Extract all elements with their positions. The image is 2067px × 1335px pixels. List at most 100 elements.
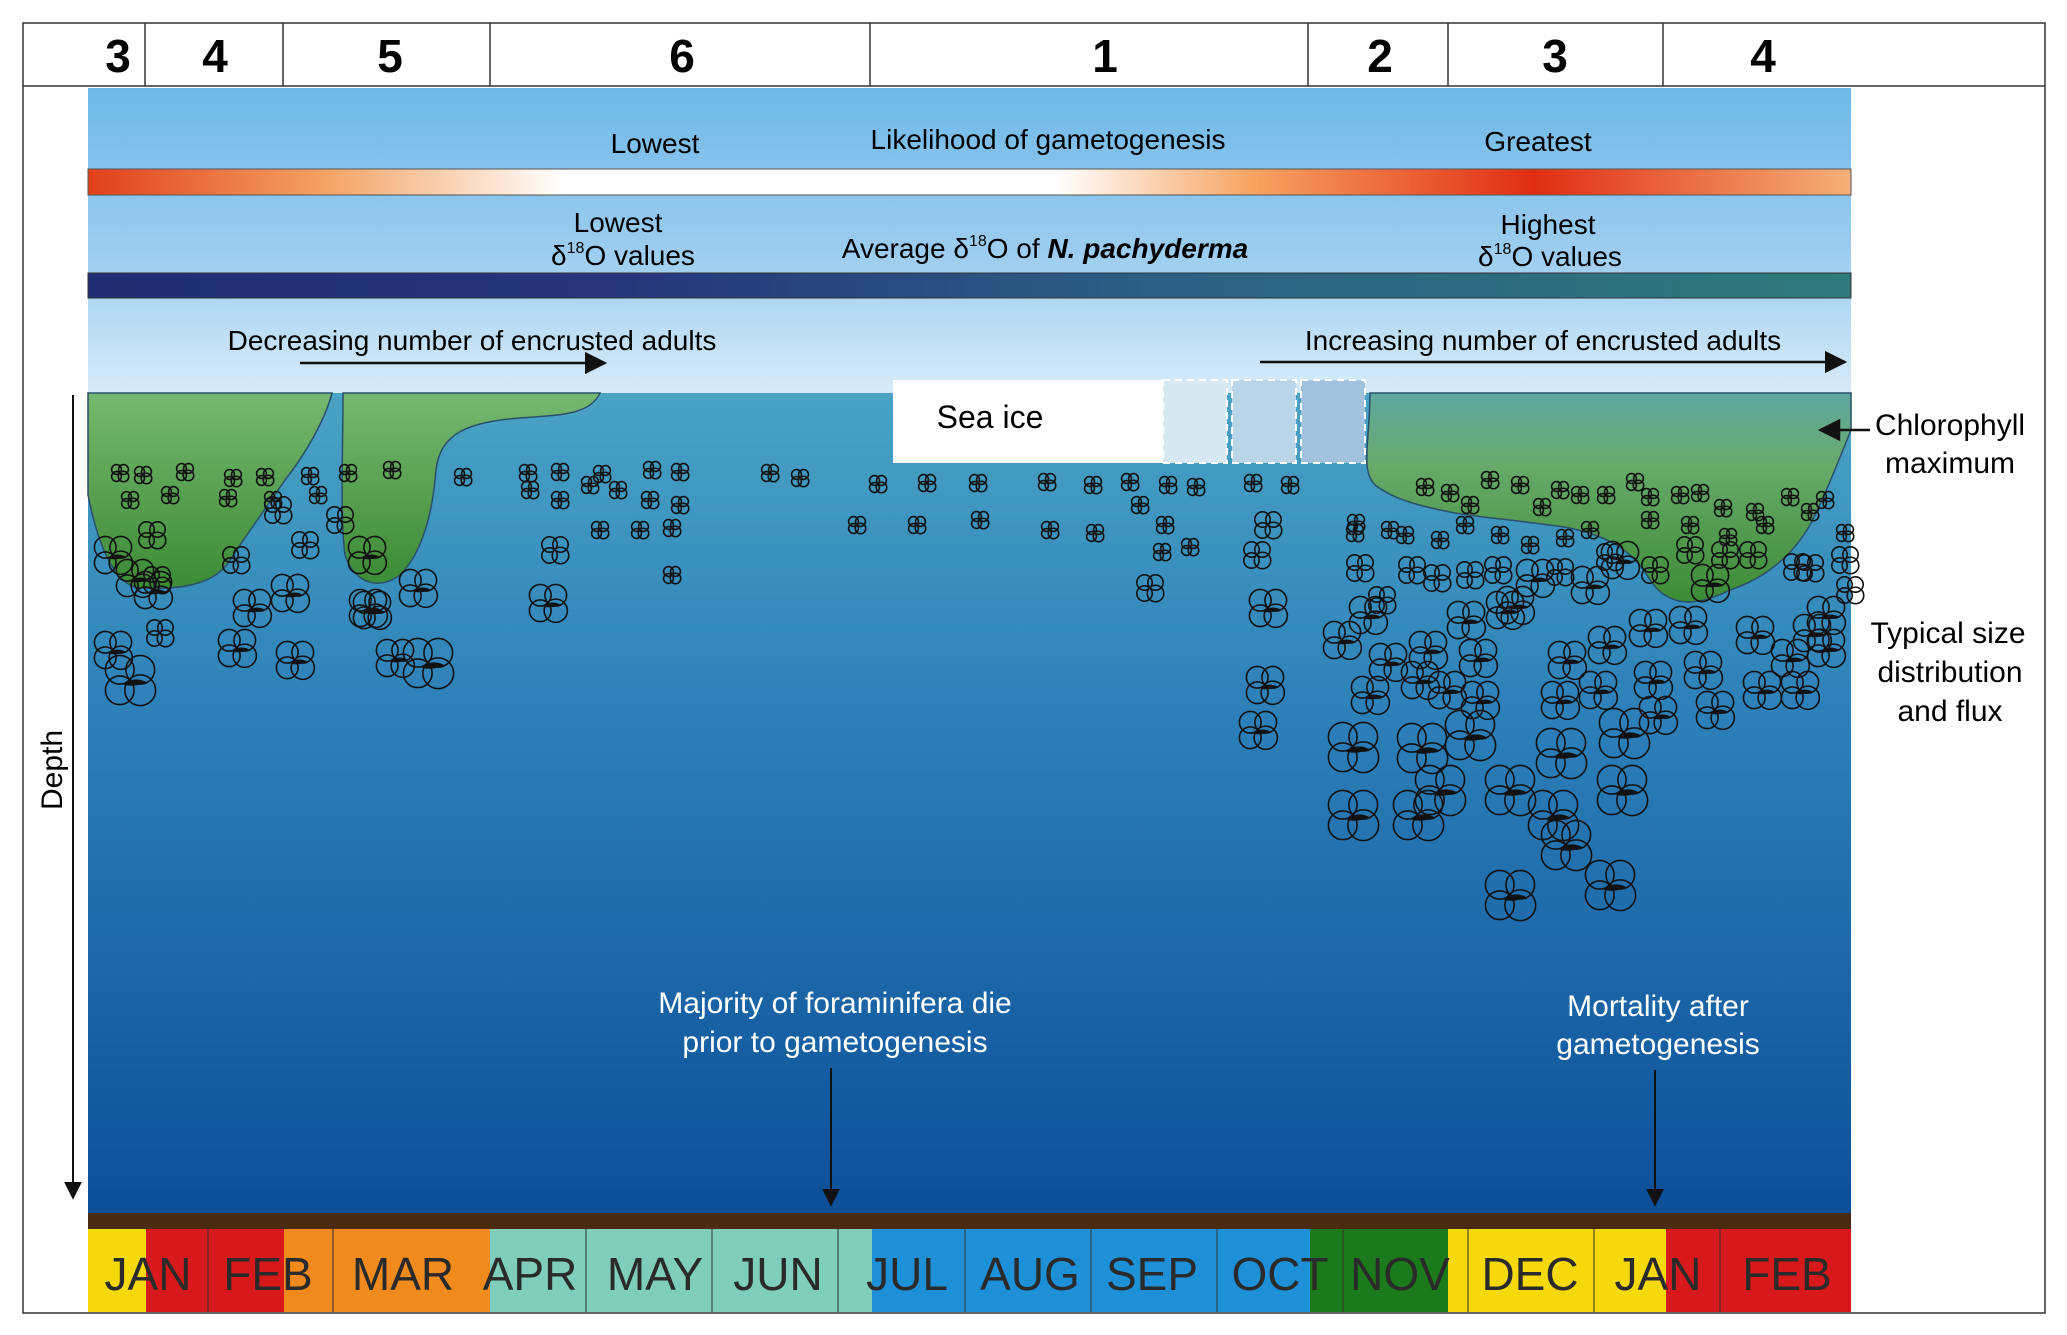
foraminifera-icon <box>1242 540 1272 570</box>
foraminifera-icon <box>145 618 175 648</box>
foraminifera-icon <box>1130 495 1150 515</box>
gametogenesis-likelihood-bar <box>87 168 1852 196</box>
right-labels: Chlorophyll maximum Typical size distrib… <box>1817 409 2026 728</box>
foraminifera-icon <box>290 530 320 560</box>
foraminifera-icon <box>590 520 610 540</box>
foraminifera-icon <box>1495 585 1536 626</box>
foraminifera-icon <box>1550 480 1570 500</box>
foraminifera-icon <box>1327 789 1380 842</box>
foraminifera-icon <box>1180 537 1200 557</box>
foraminifera-icon <box>133 465 153 485</box>
month-label: FEB <box>1742 1248 1831 1300</box>
foraminifera-icon <box>1710 540 1740 570</box>
mortality-after-line1: Mortality after <box>1567 990 1749 1023</box>
foraminifera-icon <box>1152 542 1172 562</box>
adults-decreasing-label: Decreasing number of encrusted adults <box>228 325 717 356</box>
foraminifera-icon <box>790 468 810 488</box>
foraminifera-icon <box>1155 515 1175 535</box>
foraminifera-icon <box>275 640 316 681</box>
foraminifera-icon <box>1580 520 1600 540</box>
foraminifera-icon <box>1668 605 1709 646</box>
stage-label: 3 <box>105 30 131 82</box>
foraminifera-icon <box>1484 764 1537 817</box>
gametogenesis-low-label: Lowest <box>611 128 700 159</box>
foraminifera-icon <box>175 462 195 482</box>
stage-label: 1 <box>1092 30 1118 82</box>
foraminifera-icon <box>1392 789 1445 842</box>
foraminifera-icon <box>907 515 927 535</box>
foraminifera-icon <box>642 460 662 480</box>
foraminifera-icon <box>110 463 130 483</box>
foraminifera-icon <box>1795 553 1825 583</box>
foraminifera-icon <box>1485 590 1526 631</box>
foraminifera-icon <box>1815 490 1835 510</box>
month-label: MAR <box>352 1248 454 1300</box>
foraminifera-icon <box>1327 721 1380 774</box>
foraminifera-icon <box>670 462 690 482</box>
foraminifera-icon <box>1040 520 1060 540</box>
foraminifera-icon <box>1584 859 1637 912</box>
foraminifera-icon <box>1414 764 1467 817</box>
foraminifera-icon <box>1135 573 1165 603</box>
gametogenesis-high-label: Greatest <box>1484 126 1592 157</box>
foraminifera-icon <box>1245 665 1286 706</box>
foraminifera-icon <box>1745 502 1765 522</box>
depth-axis: Depth <box>36 395 82 1200</box>
season-segment <box>490 1229 872 1312</box>
foraminifera-icon <box>398 568 439 609</box>
foraminifera-icon <box>1640 487 1660 507</box>
isotope-low-line1: Lowest <box>574 207 663 238</box>
season-segment <box>146 1229 284 1312</box>
foraminifera-icon <box>1396 722 1449 775</box>
foraminifera-icon <box>1440 483 1460 503</box>
season-segment <box>284 1229 334 1312</box>
foraminifera-icon <box>1484 869 1537 922</box>
stage-label: 2 <box>1367 30 1393 82</box>
foraminifera-icon <box>1587 625 1628 666</box>
foraminifera-icon <box>1085 523 1105 543</box>
foraminifera-icon <box>1598 707 1651 760</box>
foraminifera-icon <box>1368 642 1409 683</box>
foraminifera-icon <box>1408 630 1449 671</box>
foraminifera-icon <box>308 485 328 505</box>
season-segment <box>1448 1229 1666 1312</box>
foraminifera-icon <box>1578 670 1619 711</box>
foraminifera-icon <box>1037 472 1057 492</box>
foraminifera-icon <box>263 495 293 525</box>
foraminifera-icon <box>93 535 134 576</box>
foraminifera-icon <box>137 520 167 550</box>
size-distribution-line3: and flux <box>1897 695 2002 728</box>
foraminifera-icon <box>1625 472 1645 492</box>
foraminifera-icon <box>1460 495 1480 515</box>
foraminifera-icon <box>1806 628 1847 669</box>
isotope-row: Lowest δ18O values Average δ18O of N. pa… <box>87 207 1852 299</box>
adults-increasing-label: Increasing number of encrusted adults <box>1305 325 1781 356</box>
seafloor-sediment <box>88 1213 1851 1229</box>
foraminifera-icon <box>760 463 780 483</box>
foraminifera-icon <box>1683 650 1724 691</box>
foraminifera-icon <box>670 495 690 515</box>
foraminifera-icon <box>1415 477 1435 497</box>
sea-ice-block <box>893 380 1163 463</box>
foraminifera-icon <box>520 480 540 500</box>
foraminifera-icon <box>662 518 682 538</box>
foraminifera-icon <box>550 490 570 510</box>
foraminifera-icon <box>1253 510 1283 540</box>
foraminifera-icon <box>1596 764 1649 817</box>
adults-row: Decreasing number of encrusted adults In… <box>228 325 1848 375</box>
foraminifera-icon <box>160 485 180 505</box>
foraminifera-icon <box>847 515 867 535</box>
mortality-after-line2: gametogenesis <box>1556 1028 1759 1061</box>
foraminifera-icon <box>1480 470 1500 490</box>
foraminifera-icon <box>1755 515 1775 535</box>
foraminifera-icon <box>453 467 473 487</box>
foraminifera-icon <box>325 505 355 535</box>
season-segment <box>88 1229 146 1312</box>
foraminifera-icon <box>1680 515 1700 535</box>
chlorophyll-label-line1: Chlorophyll <box>1875 409 2025 442</box>
foraminifera-icon <box>1527 789 1580 842</box>
foraminifera-icon <box>1547 640 1588 681</box>
foraminifera-icon <box>1690 563 1731 604</box>
foraminifera-icon <box>1243 473 1263 493</box>
month-label: JUL <box>866 1248 948 1300</box>
